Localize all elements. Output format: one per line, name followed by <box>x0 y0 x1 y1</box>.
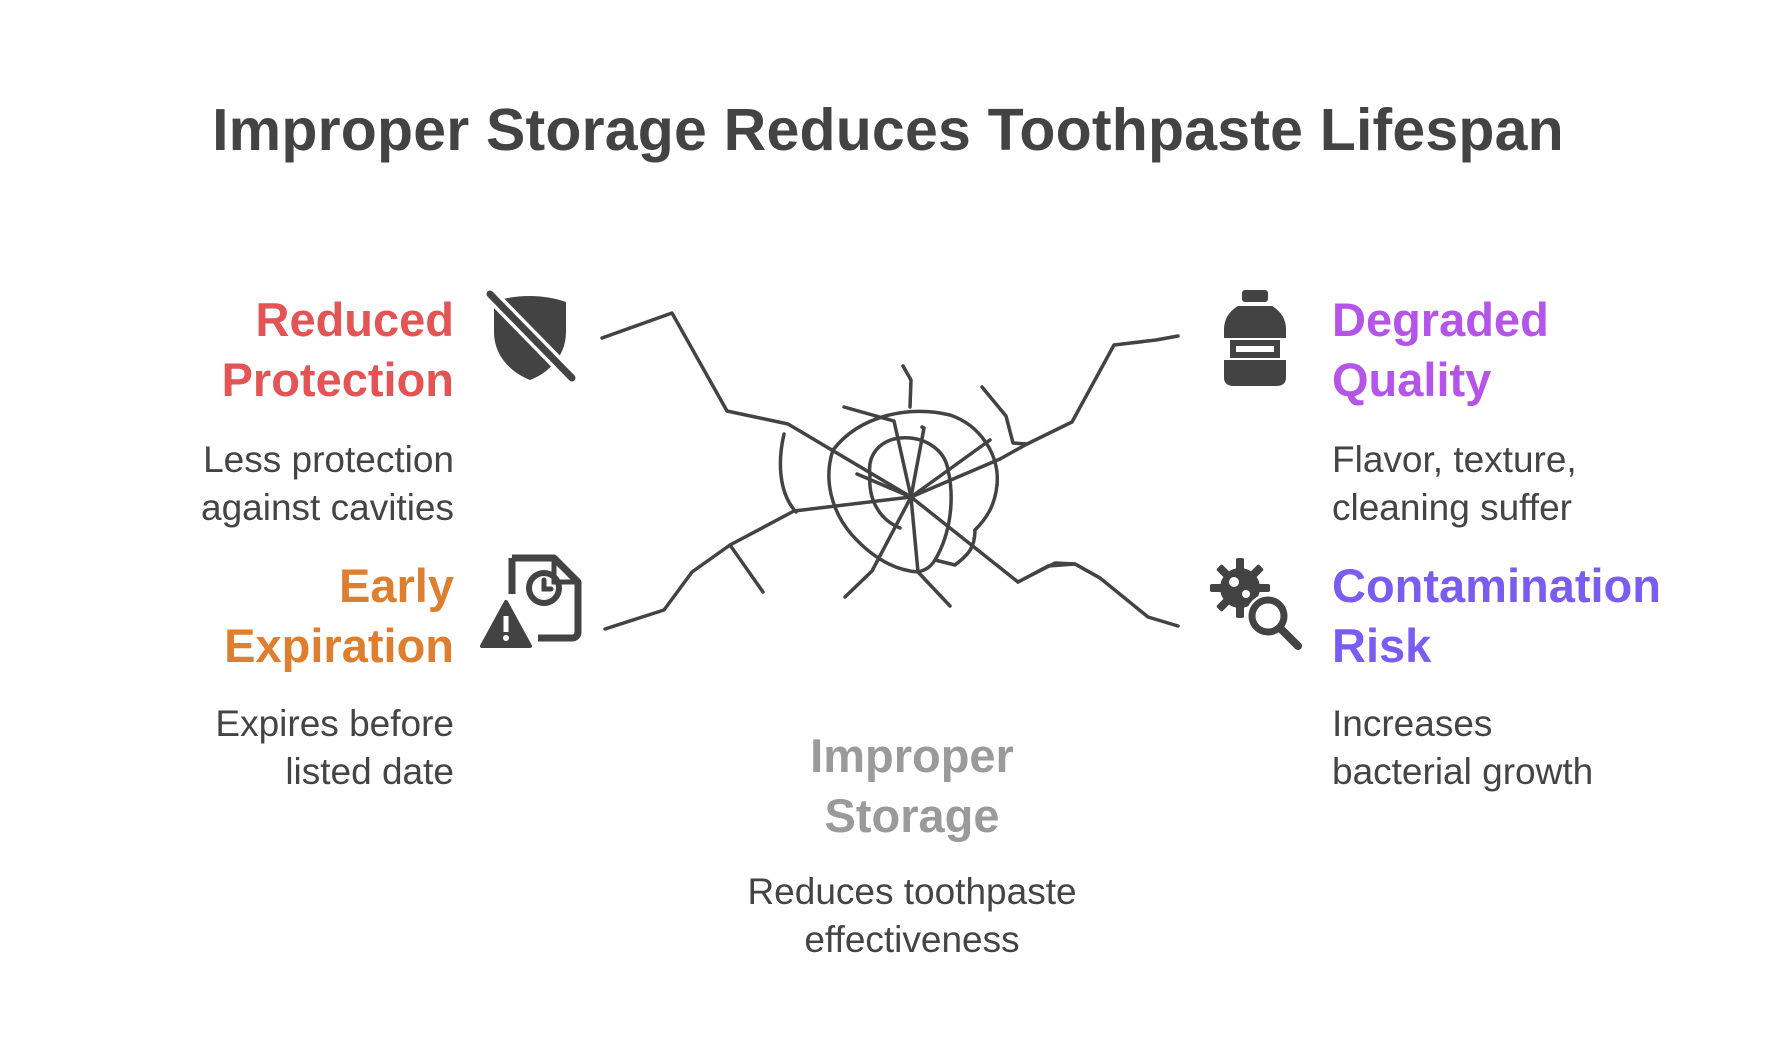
center-desc-line1: Reduces toothpaste <box>747 871 1077 912</box>
center-heading: Improper Storage <box>688 726 1136 846</box>
reduced-protection-desc-line2: against cavities <box>201 487 454 528</box>
page-title: Improper Storage Reduces Toothpaste Life… <box>212 97 1564 163</box>
early-expiration-desc-line2: listed date <box>285 751 454 792</box>
center-description: Reduces toothpaste effectiveness <box>638 868 1186 964</box>
shield-off-icon <box>484 288 580 384</box>
center-desc-line2: effectiveness <box>804 919 1020 960</box>
degraded-quality-heading: Degraded Quality <box>1332 290 1752 410</box>
early-expiration-heading-line2: Expiration <box>224 619 454 672</box>
center-heading-line2: Storage <box>824 789 1000 842</box>
reduced-protection-heading-line2: Protection <box>221 353 454 406</box>
germ-search-icon <box>1210 558 1302 650</box>
degraded-quality-desc-line1: Flavor, texture, <box>1332 439 1577 480</box>
contamination-risk-heading-line1: Contamination <box>1332 559 1661 612</box>
contamination-risk-heading: Contamination Risk <box>1332 556 1752 676</box>
bottle-icon <box>1224 290 1286 386</box>
expired-document-icon <box>480 554 582 648</box>
reduced-protection-desc-line1: Less protection <box>203 439 454 480</box>
early-expiration-heading-line1: Early <box>339 559 454 612</box>
reduced-protection-heading: Reduced Protection <box>34 290 454 410</box>
early-expiration-description: Expires before listed date <box>34 700 454 796</box>
degraded-quality-description: Flavor, texture, cleaning suffer <box>1332 436 1752 532</box>
contamination-risk-desc-line1: Increases <box>1332 703 1493 744</box>
center-heading-line1: Improper <box>810 729 1014 782</box>
degraded-quality-heading-line2: Quality <box>1332 353 1492 406</box>
reduced-protection-heading-line1: Reduced <box>255 293 455 346</box>
early-expiration-desc-line1: Expires before <box>215 703 454 744</box>
degraded-quality-heading-line1: Degraded <box>1332 293 1549 346</box>
contamination-risk-description: Increases bacterial growth <box>1332 700 1752 796</box>
reduced-protection-description: Less protection against cavities <box>34 436 454 532</box>
contamination-risk-heading-line2: Risk <box>1332 619 1432 672</box>
contamination-risk-desc-line2: bacterial growth <box>1332 751 1594 792</box>
degraded-quality-desc-line2: cleaning suffer <box>1332 487 1572 528</box>
early-expiration-heading: Early Expiration <box>34 556 454 676</box>
